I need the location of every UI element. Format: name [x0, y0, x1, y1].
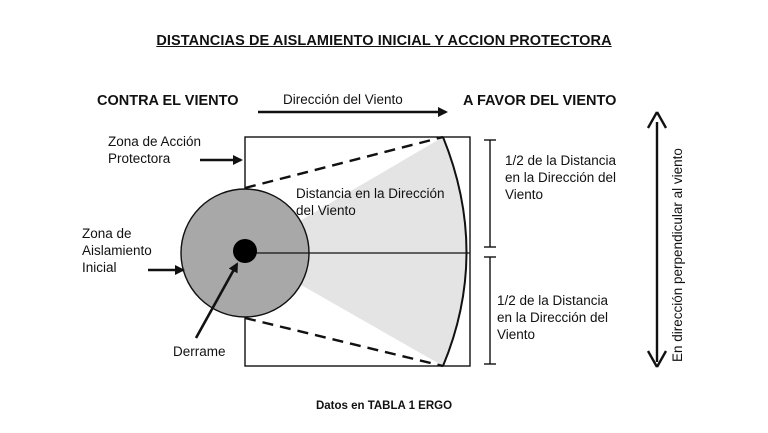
spill-pointer	[194, 262, 239, 339]
protective-action-zone	[245, 137, 467, 366]
isolation-zone-line-1: Zona de	[82, 226, 132, 241]
downwind-label: A FAVOR DEL VIENTO	[463, 93, 617, 109]
perpendicular-arrow-head-up	[646, 111, 668, 129]
perpendicular-label: En dirección perpendicular al viento	[670, 148, 685, 362]
half-distance-bottom-line-3: Viento	[497, 327, 536, 342]
spill-dot	[233, 239, 257, 263]
spill-label: Derrame	[173, 344, 226, 359]
half-distance-top-label: 1/2 de la Distancia en la Dirección del …	[505, 152, 616, 203]
protective-zone-upper-edge	[244, 135, 444, 190]
downwind-distance-line-2: del Viento	[296, 203, 356, 218]
protective-zone-line-2: Protectora	[108, 151, 171, 166]
half-distance-bottom-line-1: 1/2 de la Distancia	[497, 293, 609, 308]
downwind-distance-line-1: Distancia en la Dirección	[296, 186, 445, 201]
protective-zone-line-1: Zona de Acción	[108, 134, 202, 149]
page-title: DISTANCIAS DE AISLAMIENTO INICIAL Y ACCI…	[156, 33, 612, 49]
protective-zone-lower-edge	[244, 316, 444, 368]
upwind-label: CONTRA EL VIENTO	[97, 93, 239, 109]
half-distance-top-line-3: Viento	[505, 187, 544, 202]
footer-note: Datos en TABLA 1 ERGO	[315, 400, 453, 412]
downwind-distance-label: Distancia en la Dirección del Viento	[296, 185, 445, 219]
perpendicular-arrow-head-down	[646, 350, 668, 368]
isolation-zone-line-2: Aislamiento	[82, 243, 152, 258]
protective-zone-label: Zona de Acción Protectora	[108, 133, 201, 167]
half-distance-bottom-label: 1/2 de la Distancia en la Dirección del …	[497, 292, 608, 343]
isolation-zone-line-3: Inicial	[82, 260, 117, 275]
isolation-zone-label: Zona de Aislamiento Inicial	[82, 225, 152, 276]
protective-zone-arc	[442, 136, 468, 367]
half-distance-top-line-1: 1/2 de la Distancia	[505, 153, 617, 168]
half-distance-bottom-line-2: en la Dirección del	[497, 310, 609, 325]
half-distance-top-line-2: en la Dirección del	[505, 170, 617, 185]
wind-direction-label: Dirección del Viento	[283, 92, 403, 107]
